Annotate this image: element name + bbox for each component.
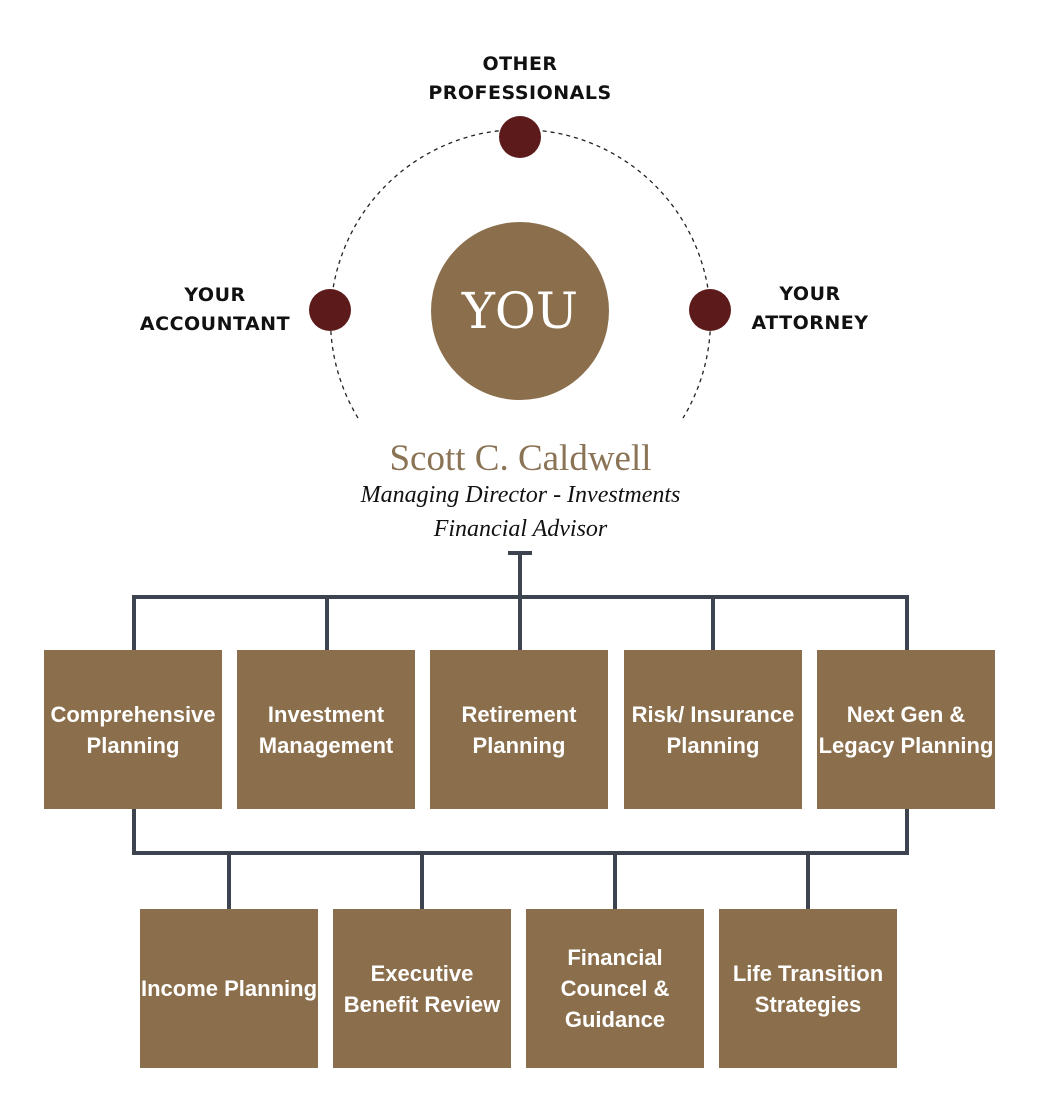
service-retirement-planning: Retirement Planning [430,650,608,809]
service-financial-councel-guidance: Financial Councel & Guidance [526,909,704,1068]
org-lines [132,551,909,909]
node-dot-attorney [689,289,731,331]
service-comprehensive-planning: Comprehensive Planning [44,650,222,809]
service-investment-management: Investment Management [237,650,415,809]
node-dot-other-professionals [499,116,541,158]
advisor-name: Scott C. Caldwell [389,438,652,479]
advisor-title: Managing Director - Investments [360,482,681,508]
service-next-gen-legacy-planning: Next Gen & Legacy Planning [817,650,995,809]
service-income-planning: Income Planning [140,909,318,1068]
you-circle: YOU [431,222,609,400]
advisor-role: Financial Advisor [433,516,608,542]
service-risk-insurance-planning: Risk/ Insurance Planning [624,650,802,809]
node-dot-accountant [309,289,351,331]
service-executive-benefit-review: Executive Benefit Review [333,909,511,1068]
service-life-transition-strategies: Life Transition Strategies [719,909,897,1068]
